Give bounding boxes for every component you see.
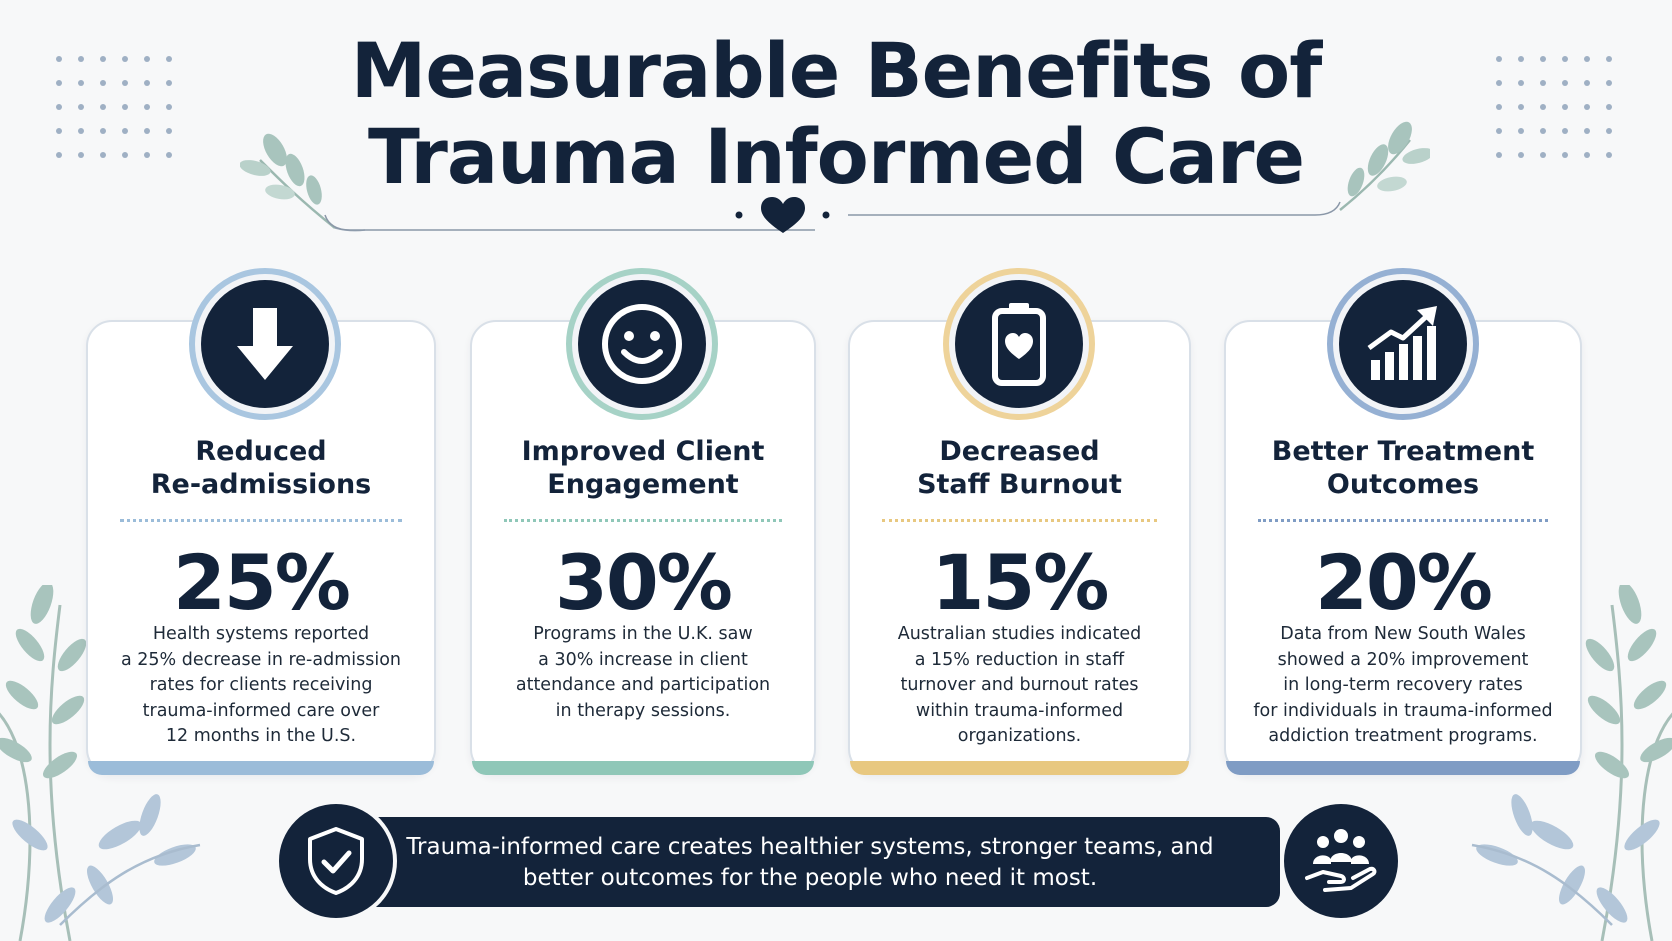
card-description: Health systems reported a 25% decrease i… xyxy=(120,624,402,746)
card-heading: Better Treatment Outcomes xyxy=(1271,436,1535,500)
summary-banner xyxy=(340,817,1280,907)
banner-right-badge xyxy=(1280,800,1402,922)
shield-check-icon xyxy=(308,827,364,895)
card-separator xyxy=(504,519,782,522)
chart-growth-icon xyxy=(1367,306,1437,380)
smiley-icon xyxy=(602,304,682,384)
title-line-1: Measurable Benefits of xyxy=(350,26,1323,115)
card-stat: 20% xyxy=(1315,538,1493,627)
title-divider xyxy=(240,121,1430,233)
title-line-2: Trauma Informed Care xyxy=(367,112,1305,201)
battery-heart-icon xyxy=(992,303,1046,386)
card-description: Australian studies indicated a 15% reduc… xyxy=(897,624,1142,746)
hand-people-icon xyxy=(1305,829,1377,892)
card-separator xyxy=(120,519,402,522)
banner-left-badge xyxy=(275,800,397,922)
card-stat: 15% xyxy=(931,538,1110,627)
heart-icon xyxy=(761,197,805,233)
leaf-sprig-right-icon xyxy=(1339,121,1430,211)
dot-grid-right xyxy=(1496,56,1612,158)
benefit-card-engagement: Improved Client Engagement 30% Programs … xyxy=(470,320,816,775)
card-accent-bar xyxy=(1226,761,1580,775)
card-accent-bar xyxy=(850,761,1189,775)
summary-text: Trauma-informed care creates healthier s… xyxy=(406,834,1214,891)
card-description: Data from New South Wales showed a 20% i… xyxy=(1253,624,1553,746)
benefit-card-outcomes: Better Treatment Outcomes 20% Data from … xyxy=(1224,320,1582,775)
foliage-left-icon xyxy=(0,585,201,941)
page-title: Measurable Benefits of Trauma Informed C… xyxy=(0,28,1672,200)
card-separator xyxy=(882,519,1157,522)
card-heading: Improved Client Engagement xyxy=(521,436,765,500)
icon-badge xyxy=(566,268,718,420)
icon-badge xyxy=(1327,268,1479,420)
arrow-down-icon xyxy=(237,308,293,380)
card-stat: 30% xyxy=(555,538,733,627)
benefit-card-burnout: Decreased Staff Burnout 15% Australian s… xyxy=(848,320,1191,775)
dot-grid-left xyxy=(56,56,172,158)
card-heading: Decreased Staff Burnout xyxy=(917,436,1122,500)
leaf-sprig-left-icon xyxy=(240,133,366,232)
benefit-card-readmissions: Reduced Re-admissions 25% Health systems… xyxy=(86,320,436,775)
foliage-right-icon xyxy=(1471,585,1672,941)
card-description: Programs in the U.K. saw a 30% increase … xyxy=(515,624,771,721)
card-accent-bar xyxy=(472,761,814,775)
card-heading: Reduced Re-admissions xyxy=(150,436,372,500)
card-stat: 25% xyxy=(173,538,351,627)
card-accent-bar xyxy=(88,761,434,775)
card-separator xyxy=(1258,519,1548,522)
icon-badge xyxy=(943,268,1095,420)
icon-badge xyxy=(189,268,341,420)
